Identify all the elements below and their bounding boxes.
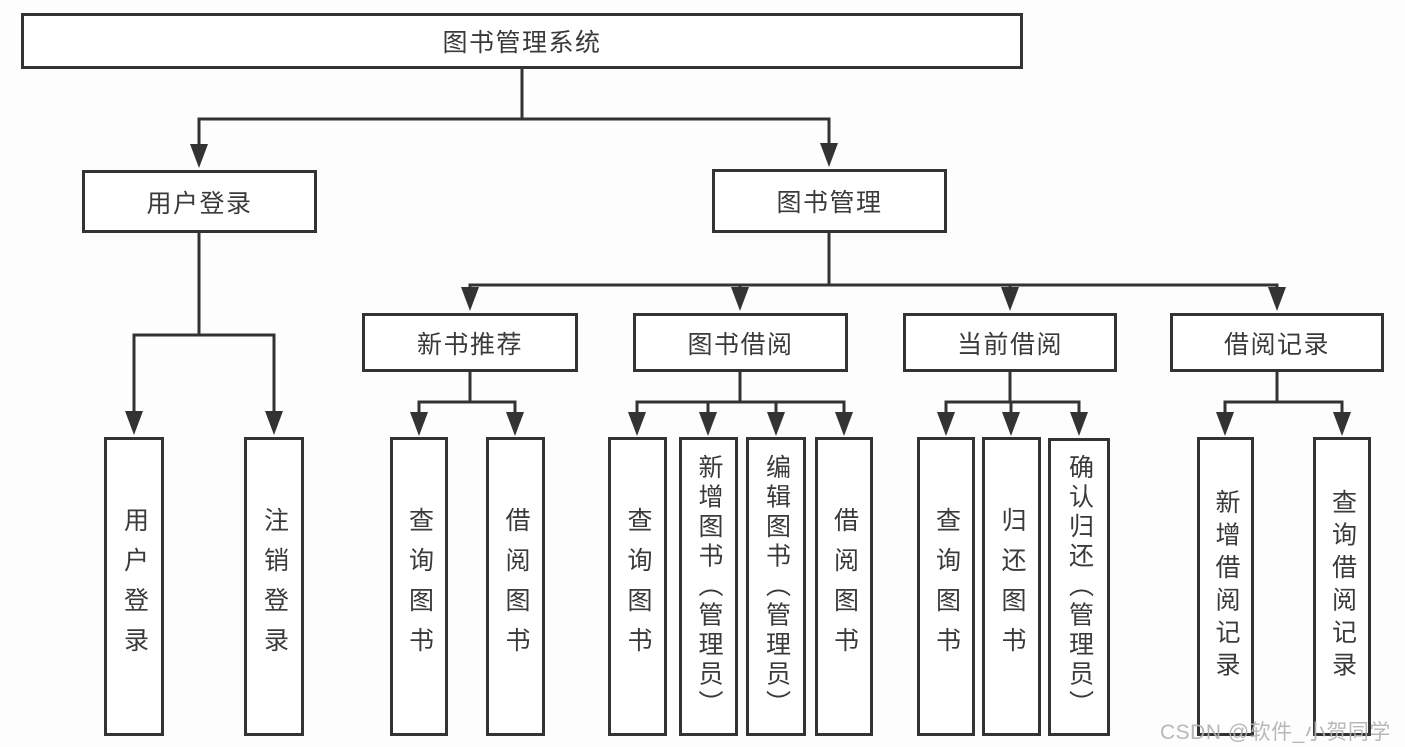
node-label: 用户登录 xyxy=(146,189,253,218)
arrowhead-icon xyxy=(410,412,428,436)
leaf-add-borrow-record: 新增借阅记录 xyxy=(1197,437,1254,736)
node-label: 新增图书（管理员） xyxy=(695,453,723,720)
node-label: 确认归还（管理员） xyxy=(1065,454,1094,720)
arrowhead-icon xyxy=(265,411,283,435)
arrowhead-icon xyxy=(820,143,838,167)
node-label: 图书管理系统 xyxy=(442,29,602,57)
arrowhead-icon xyxy=(1001,287,1019,311)
node-label: 新书推荐 xyxy=(416,330,523,359)
node-user-login: 用户登录 xyxy=(82,170,317,233)
node-current-borrow: 当前借阅 xyxy=(903,313,1117,372)
node-borrow-record: 借阅记录 xyxy=(1170,313,1384,372)
arrowhead-icon xyxy=(1268,287,1286,311)
arrowhead-icon xyxy=(937,412,955,436)
node-label: 归还图书 xyxy=(998,506,1026,667)
leaf-user-login: 用户登录 xyxy=(104,437,164,736)
arrowhead-icon xyxy=(1070,412,1088,436)
connector-new-book-to-leaves xyxy=(417,372,517,416)
leaf-query-books: 查询图书 xyxy=(390,437,448,736)
arrowhead-icon xyxy=(767,412,785,436)
arrowhead-icon xyxy=(699,412,717,436)
leaf-query-books: 查询图书 xyxy=(917,437,975,736)
node-label: 借阅图书 xyxy=(830,506,859,667)
leaf-confirm-return-admin: 确认归还（管理员） xyxy=(1048,438,1110,736)
arrowhead-icon xyxy=(1333,412,1351,436)
connector-book-management-to-level3 xyxy=(468,233,1279,292)
leaf-borrow-books: 借阅图书 xyxy=(486,437,545,736)
node-label: 查询图书 xyxy=(624,506,652,667)
arrowhead-icon xyxy=(461,287,479,311)
node-label: 图书管理 xyxy=(776,189,883,217)
leaf-query-books: 查询图书 xyxy=(608,437,667,736)
node-library-management-system: 图书管理系统 xyxy=(21,13,1023,69)
node-new-book-recommend: 新书推荐 xyxy=(362,313,578,372)
leaf-query-borrow-record: 查询借阅记录 xyxy=(1313,437,1371,736)
node-label: 查询图书 xyxy=(405,506,434,667)
node-book-borrow: 图书借阅 xyxy=(633,313,848,372)
arrowhead-icon xyxy=(628,412,646,436)
node-label: 用户登录 xyxy=(120,506,149,667)
leaf-edit-books-admin: 编辑图书（管理员） xyxy=(746,437,806,736)
node-label: 图书借阅 xyxy=(687,330,794,359)
node-book-management: 图书管理 xyxy=(712,169,947,233)
node-label: 借阅记录 xyxy=(1223,330,1330,359)
node-label: 查询借阅记录 xyxy=(1328,489,1357,684)
connector-user-login-to-leaves xyxy=(132,233,276,415)
connector-current-borrow-to-leaves xyxy=(944,372,1081,416)
arrowhead-icon xyxy=(190,144,208,168)
arrowhead-icon xyxy=(125,411,143,435)
connector-borrow-record-to-leaves xyxy=(1223,372,1344,416)
arrowhead-icon xyxy=(835,412,853,436)
connector-root-to-level2 xyxy=(197,69,831,148)
node-label: 借阅图书 xyxy=(502,506,530,667)
arrowhead-icon xyxy=(506,412,524,436)
node-label: 编辑图书（管理员） xyxy=(762,453,791,720)
arrowhead-icon xyxy=(1002,412,1020,436)
leaf-add-books-admin: 新增图书（管理员） xyxy=(679,437,738,736)
leaf-logout: 注销登录 xyxy=(244,437,304,736)
leaf-return-books: 归还图书 xyxy=(982,437,1041,736)
connector-book-borrow-to-leaves xyxy=(635,372,846,416)
node-label: 当前借阅 xyxy=(956,330,1063,359)
arrowhead-icon xyxy=(731,287,749,311)
watermark: CSDN @软件_小贺同学 xyxy=(1160,721,1391,744)
arrowhead-icon xyxy=(1216,412,1234,436)
node-label: 新增借阅记录 xyxy=(1212,489,1240,684)
leaf-borrow-books: 借阅图书 xyxy=(815,437,873,736)
node-label: 注销登录 xyxy=(260,506,289,667)
node-label: 查询图书 xyxy=(932,506,961,667)
